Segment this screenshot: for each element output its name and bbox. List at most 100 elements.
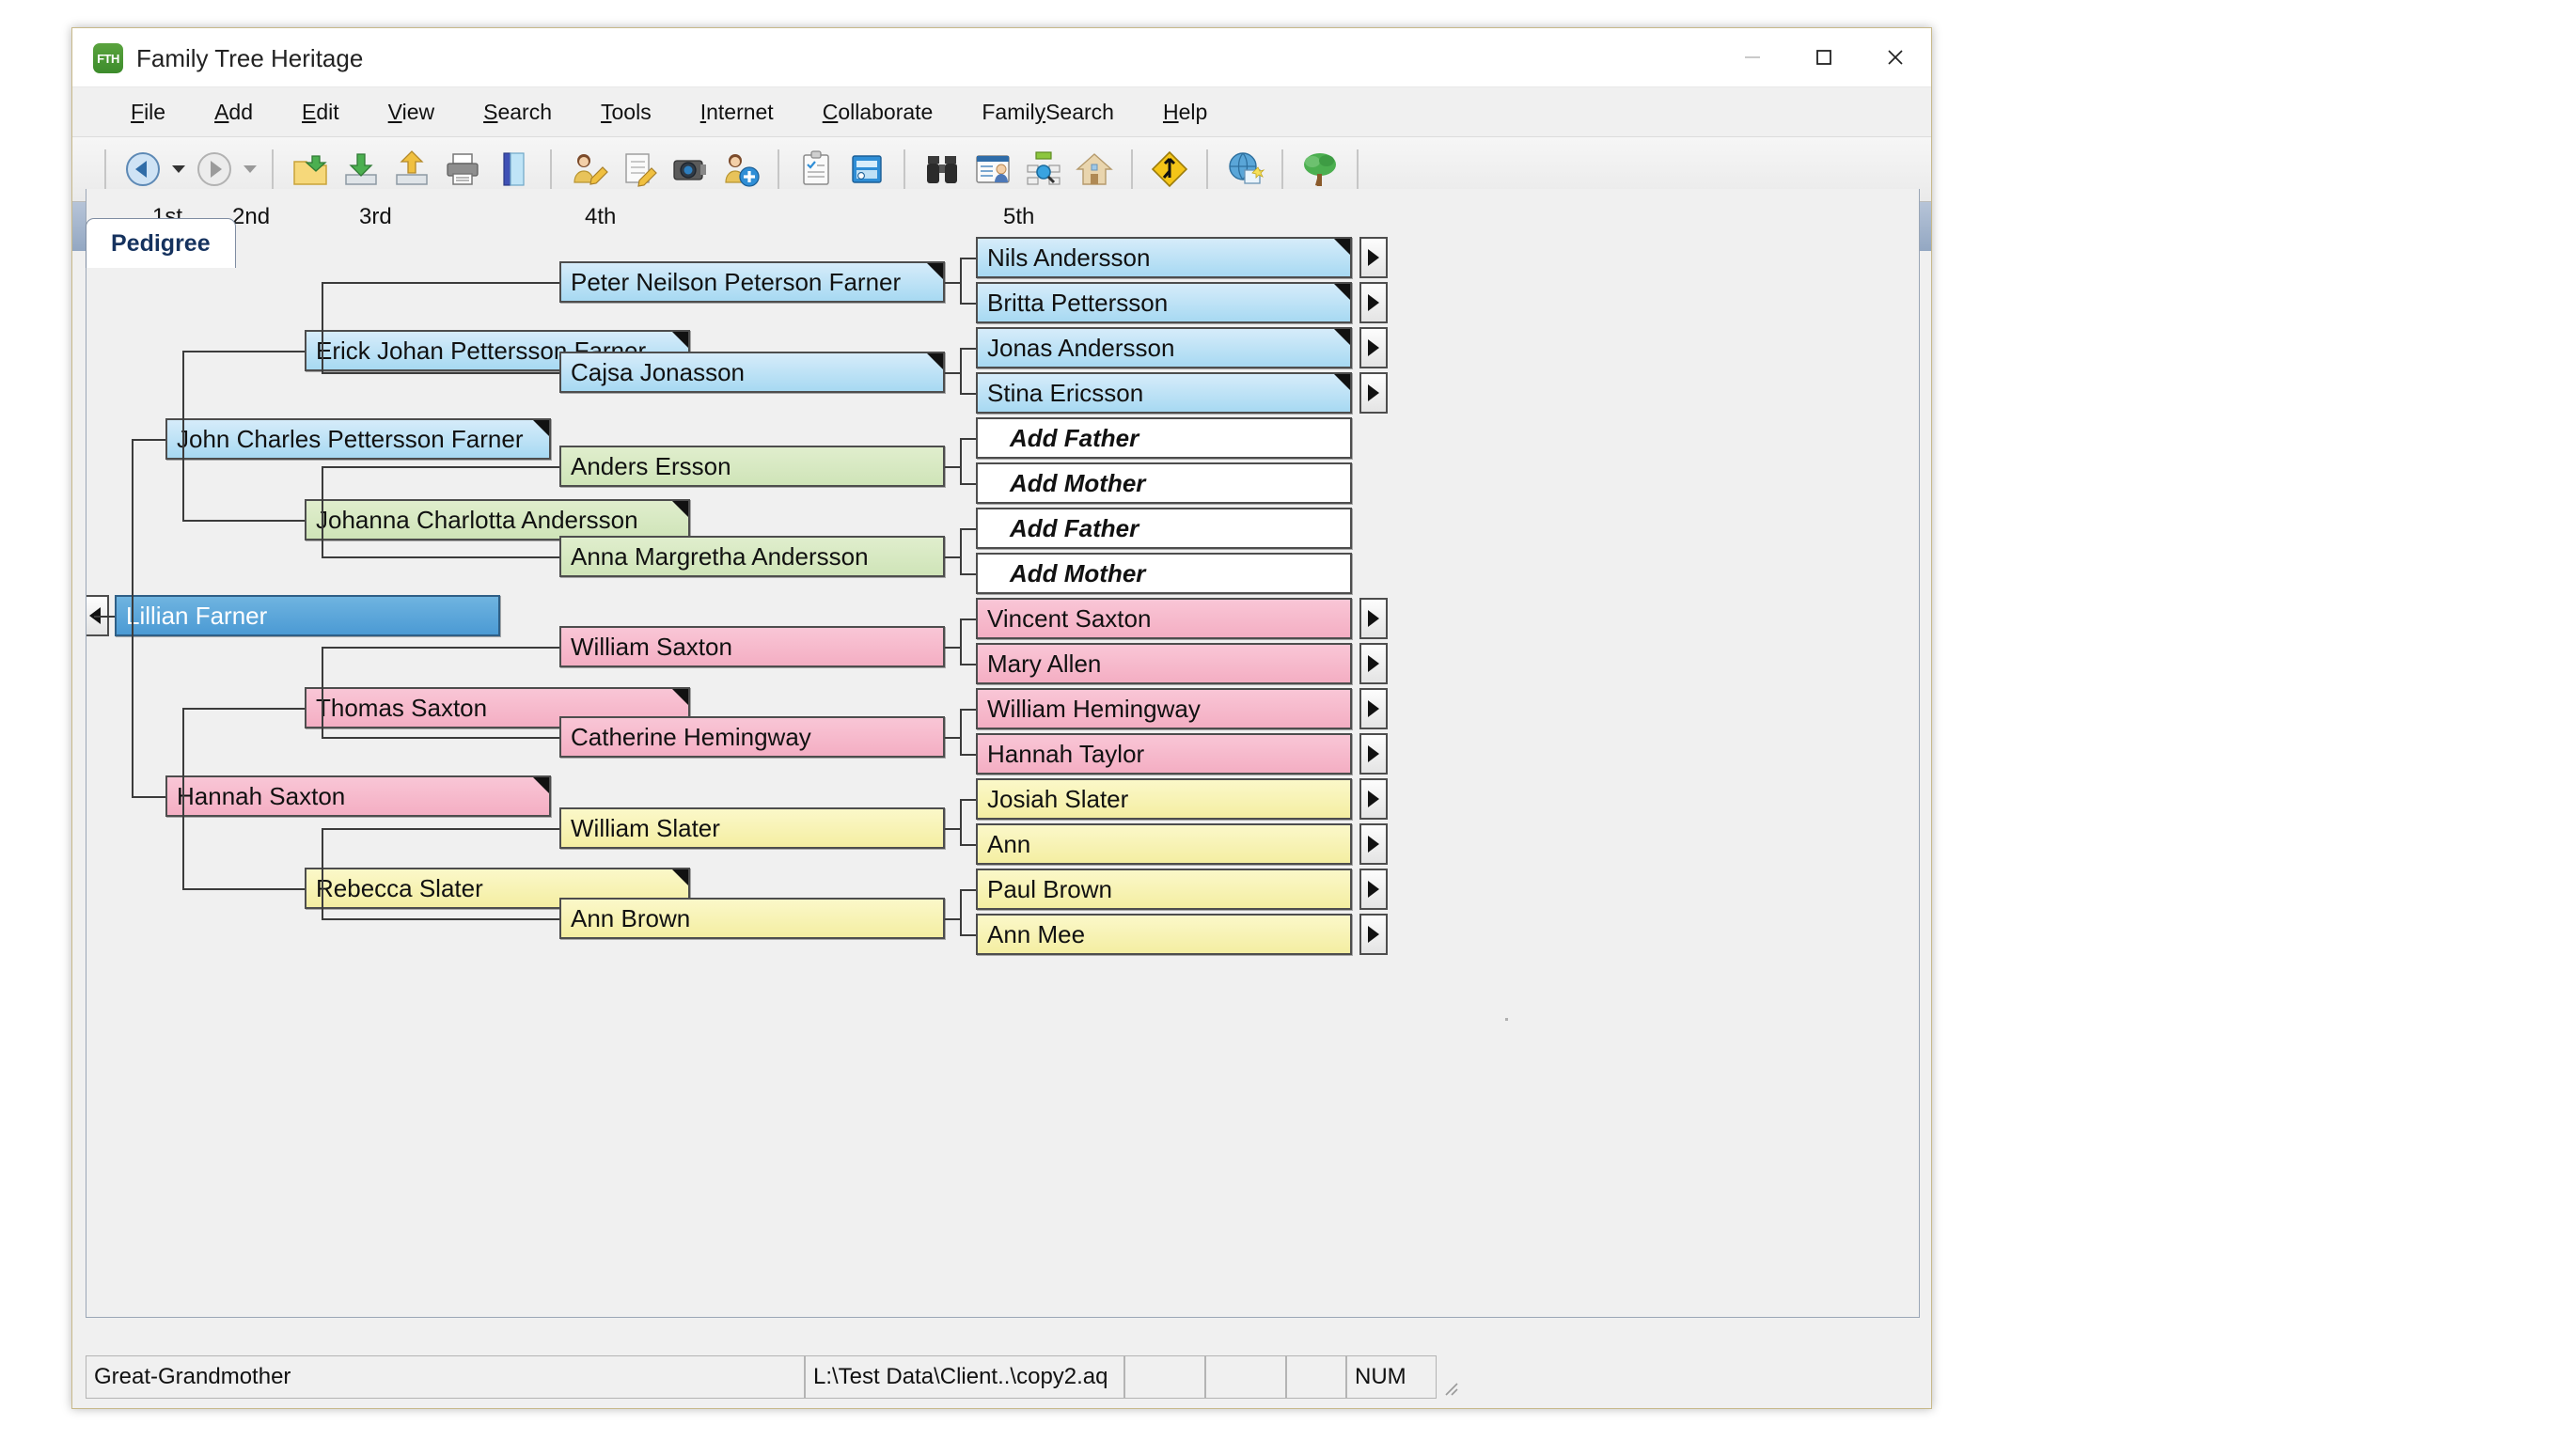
pedigree-box-label: Hannah Taylor — [987, 740, 1144, 769]
forward-icon[interactable] — [189, 144, 240, 195]
pedigree-box-mary-allen[interactable]: Mary Allen — [976, 643, 1352, 684]
pedigree-box-william-hemingway[interactable]: William Hemingway — [976, 688, 1352, 729]
menu-help[interactable]: Help — [1163, 100, 1207, 125]
pedigree-box-john-charles-pettersson-farner[interactable]: John Charles Pettersson Farner — [165, 418, 551, 460]
maximize-icon[interactable] — [1788, 28, 1860, 86]
pedigree-box-william-slater[interactable]: William Slater — [559, 807, 945, 849]
edit-person-icon[interactable] — [563, 144, 614, 195]
chevron-right-icon — [1368, 384, 1379, 401]
connector-stub — [963, 348, 976, 350]
pedigree-box-paul-brown[interactable]: Paul Brown — [976, 869, 1352, 910]
pedigree-box-anders-ersson[interactable]: Anders Ersson — [559, 446, 945, 487]
pedigree-box-johanna-charlotta-andersson[interactable]: Johanna Charlotta Andersson — [305, 499, 690, 540]
folded-corner-icon — [1334, 374, 1350, 390]
edit-notes-icon[interactable] — [614, 144, 665, 195]
pedigree-box-ann[interactable]: Ann — [976, 823, 1352, 865]
pedigree-box-josiah-slater[interactable]: Josiah Slater — [976, 778, 1352, 820]
expand-arrow-button-ann[interactable] — [1359, 823, 1388, 865]
connector-stub — [963, 934, 976, 936]
expand-arrow-button-paul-brown[interactable] — [1359, 869, 1388, 910]
home-icon[interactable] — [1069, 144, 1120, 195]
web-publish-icon[interactable] — [1219, 144, 1270, 195]
tree-icon[interactable] — [1295, 144, 1345, 195]
pedigree-box-britta-pettersson[interactable]: Britta Pettersson — [976, 282, 1352, 323]
database-icon[interactable] — [841, 144, 892, 195]
import-icon[interactable] — [336, 144, 386, 195]
binoculars-icon[interactable] — [917, 144, 967, 195]
pedigree-canvas[interactable]: 1st 2nd 3rd 4th 5th Lillian FarnerJohn C… — [86, 189, 1919, 1317]
connector-from-child — [145, 796, 165, 798]
menu-file[interactable]: File — [131, 100, 165, 125]
pedigree-box-label: Paul Brown — [987, 875, 1112, 904]
resize-grip-icon[interactable] — [1437, 1355, 1461, 1399]
pedigree-box-nils-andersson[interactable]: Nils Andersson — [976, 237, 1352, 278]
menu-internet[interactable]: Internet — [700, 100, 774, 125]
menu-tools[interactable]: Tools — [601, 100, 652, 125]
pedigree-box-anna-margretha-andersson[interactable]: Anna Margretha Andersson — [559, 536, 945, 577]
pedigree-box-stina-ericsson[interactable]: Stina Ericsson — [976, 372, 1352, 414]
close-icon[interactable] — [1860, 28, 1931, 86]
pedigree-box-catherine-hemingway[interactable]: Catherine Hemingway — [559, 716, 945, 758]
tab-pedigree[interactable]: Pedigree — [86, 218, 236, 268]
expand-arrow-button-ann-mee[interactable] — [1359, 914, 1388, 955]
pedigree-box-add-father[interactable]: Add Father — [976, 508, 1352, 549]
menu-collaborate[interactable]: Collaborate — [823, 100, 934, 125]
pedigree-box-lillian-farner[interactable]: Lillian Farner — [115, 595, 500, 636]
expand-arrow-button-william-hemingway[interactable] — [1359, 688, 1388, 729]
folded-corner-icon — [533, 777, 549, 793]
book-icon[interactable] — [488, 144, 539, 195]
pedigree-box-hannah-taylor[interactable]: Hannah Taylor — [976, 733, 1352, 775]
minimize-icon[interactable] — [1717, 28, 1788, 86]
pedigree-box-cajsa-jonasson[interactable]: Cajsa Jonasson — [559, 352, 945, 393]
menu-edit[interactable]: Edit — [302, 100, 339, 125]
toolbar-separator — [104, 149, 106, 189]
pedigree-box-jonas-andersson[interactable]: Jonas Andersson — [976, 327, 1352, 368]
connector-stub — [963, 438, 976, 440]
pedigree-box-peter-neilson-peterson-farner[interactable]: Peter Neilson Peterson Farner — [559, 261, 945, 303]
open-folder-icon[interactable] — [285, 144, 336, 195]
pedigree-box-ann-mee[interactable]: Ann Mee — [976, 914, 1352, 955]
chart-search-icon[interactable] — [1018, 144, 1069, 195]
connector-joint — [284, 708, 286, 709]
menu-familysearch[interactable]: FamilySearch — [982, 100, 1114, 125]
pedigree-box-label: Cajsa Jonasson — [571, 358, 745, 387]
connector-joint — [145, 796, 147, 797]
clipboard-icon[interactable] — [791, 144, 841, 195]
pedigree-box-add-father[interactable]: Add Father — [976, 417, 1352, 459]
pedigree-box-william-saxton[interactable]: William Saxton — [559, 626, 945, 667]
pedigree-box-add-mother[interactable]: Add Mother — [976, 462, 1352, 504]
expand-arrow-button-vincent-saxton[interactable] — [1359, 598, 1388, 639]
connector-stub — [963, 664, 976, 665]
expand-arrow-button-britta-pettersson[interactable] — [1359, 282, 1388, 323]
camera-icon[interactable] — [665, 144, 715, 195]
forward-dropdown-icon[interactable] — [240, 144, 260, 195]
back-icon[interactable] — [118, 144, 168, 195]
back-dropdown-icon[interactable] — [168, 144, 189, 195]
expand-arrow-button-stina-ericsson[interactable] — [1359, 372, 1388, 414]
add-person-icon[interactable] — [715, 144, 766, 195]
print-icon[interactable] — [437, 144, 488, 195]
expand-arrow-button-hannah-taylor[interactable] — [1359, 733, 1388, 775]
pedigree-box-ann-brown[interactable]: Ann Brown — [559, 898, 945, 939]
merge-icon[interactable] — [1144, 144, 1195, 195]
pedigree-box-hannah-saxton[interactable]: Hannah Saxton — [165, 775, 551, 817]
expand-arrow-button-nils-andersson[interactable] — [1359, 237, 1388, 278]
folded-corner-icon — [672, 332, 688, 348]
pedigree-box-label: Britta Pettersson — [987, 289, 1168, 318]
expand-arrow-button-josiah-slater[interactable] — [1359, 778, 1388, 820]
app-logo-icon: FTH — [93, 43, 123, 73]
menu-view[interactable]: View — [388, 100, 434, 125]
export-icon[interactable] — [386, 144, 437, 195]
connector-joint — [284, 888, 286, 889]
menu-add[interactable]: Add — [214, 100, 253, 125]
menu-search[interactable]: Search — [483, 100, 552, 125]
pedigree-box-vincent-saxton[interactable]: Vincent Saxton — [976, 598, 1352, 639]
connector-spine — [960, 348, 962, 393]
connector-from-child — [945, 282, 960, 284]
pedigree-box-add-mother[interactable]: Add Mother — [976, 553, 1352, 594]
connector-joint — [94, 616, 96, 617]
expand-arrow-button-jonas-andersson[interactable] — [1359, 327, 1388, 368]
connector-to-mother — [960, 393, 963, 395]
person-list-icon[interactable] — [967, 144, 1018, 195]
expand-arrow-button-mary-allen[interactable] — [1359, 643, 1388, 684]
